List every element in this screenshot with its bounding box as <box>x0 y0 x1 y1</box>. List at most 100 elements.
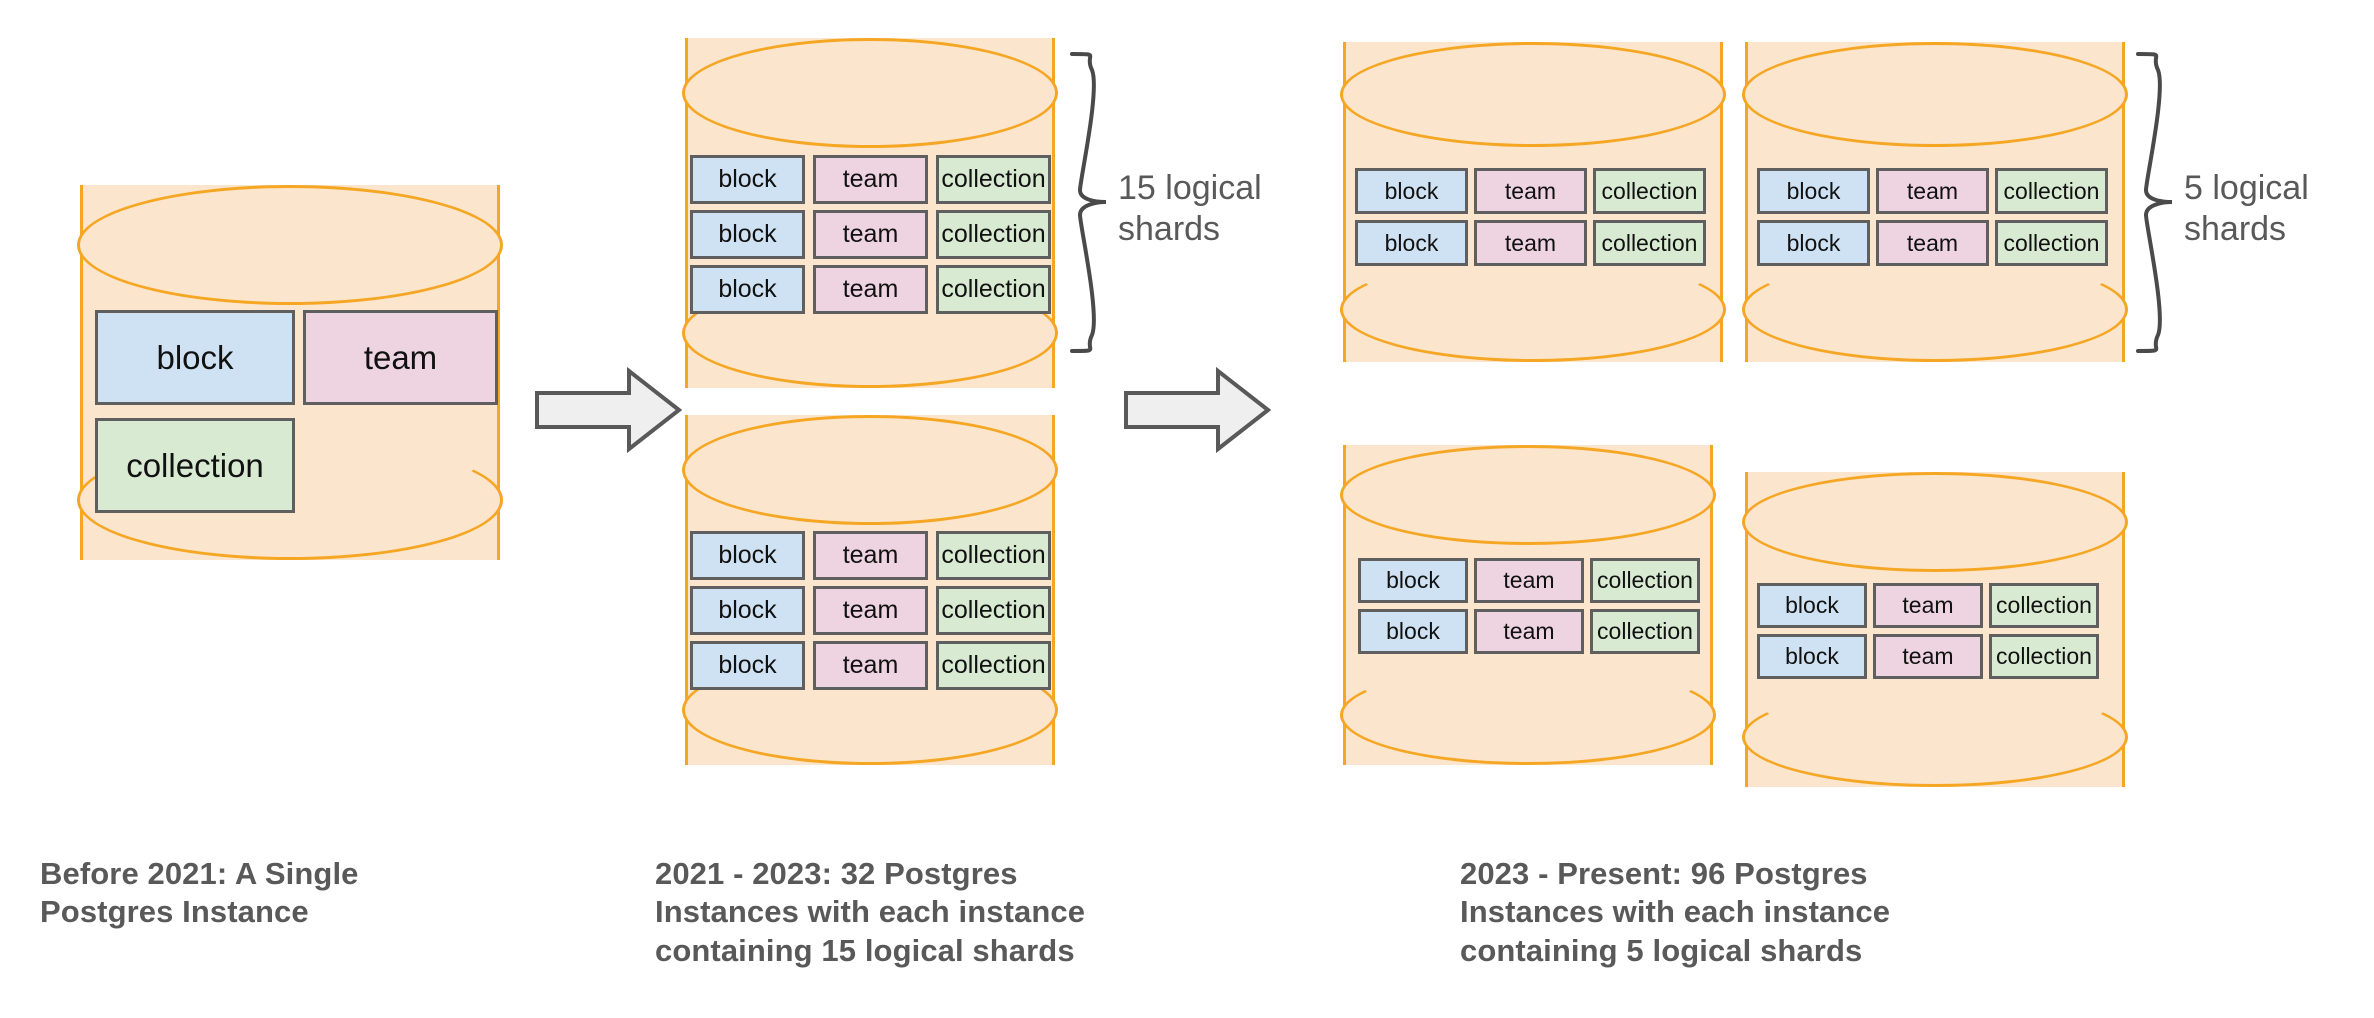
shard-row: block team collection <box>690 586 1051 641</box>
cylinder-top-cap <box>77 185 503 305</box>
shard-label: collection <box>941 651 1046 679</box>
table-box-team: team <box>303 310 498 405</box>
shard-team: team <box>1873 583 1983 628</box>
shard-row: block team collection <box>1358 558 1700 609</box>
shard-label: team <box>842 596 899 624</box>
cylinder-top-cap <box>1340 445 1716 545</box>
shard-label: team <box>842 541 899 569</box>
cylinder-bottom-cap <box>1742 687 2128 787</box>
table-box-block: block <box>95 310 295 405</box>
shard-block: block <box>690 586 805 635</box>
cylinder-bottom-cap <box>1742 257 2128 362</box>
shard-team: team <box>813 265 928 314</box>
shard-label: collection <box>941 541 1046 569</box>
shard-team: team <box>1474 558 1584 603</box>
shard-label: block <box>718 541 777 569</box>
shard-row: block team collection <box>1355 168 1706 220</box>
logical-shards-brace-3 <box>2136 52 2173 353</box>
caption-2021-2023: 2021 - 2023: 32 Postgres Instances with … <box>655 855 1235 970</box>
cylinder-top-cap <box>1742 42 2128 147</box>
shard-label: team <box>1902 592 1954 618</box>
shard-block: block <box>1757 168 1870 214</box>
annotation-line-2: shards <box>2184 210 2287 249</box>
shard-label: collection <box>2003 177 2100 204</box>
postgres-instance-cylinder-3c <box>1340 445 1716 765</box>
shard-label: block <box>718 275 777 303</box>
shard-row: block team collection <box>690 265 1051 314</box>
shard-label: block <box>1785 592 1839 618</box>
cylinder-top-cap <box>682 38 1058 148</box>
logical-shard-grid-3c: block team collection block team collect… <box>1358 558 1700 654</box>
shard-team: team <box>1474 609 1584 654</box>
shard-label: block <box>718 165 777 193</box>
shard-collection: collection <box>936 586 1051 635</box>
shard-label: team <box>842 220 899 248</box>
shard-label: block <box>1384 229 1439 256</box>
shard-label: team <box>1906 229 1959 256</box>
shard-label: team <box>842 275 899 303</box>
shard-collection: collection <box>936 265 1051 314</box>
shard-collection: collection <box>1590 609 1700 654</box>
table-box-collection: collection <box>95 418 295 513</box>
caption-line-3: containing 5 logical shards <box>1460 932 1863 968</box>
postgres-instance-cylinder-3d <box>1742 472 2128 787</box>
shard-label: block <box>1785 643 1839 669</box>
shard-label: block <box>1386 618 1440 644</box>
shard-block: block <box>690 265 805 314</box>
shard-collection: collection <box>1995 220 2108 266</box>
caption-before-2021: Before 2021: A Single Postgres Instance <box>40 855 480 932</box>
shard-label: block <box>718 651 777 679</box>
table-box-label: block <box>156 338 234 376</box>
shard-team: team <box>1474 220 1587 266</box>
shard-label: collection <box>1601 177 1698 204</box>
shard-label: team <box>1902 643 1954 669</box>
transition-arrow-2 <box>1124 366 1272 454</box>
shard-row: block team collection <box>690 531 1051 586</box>
caption-line-1: 2023 - Present: 96 Postgres <box>1460 856 1868 891</box>
shard-label: collection <box>941 275 1046 303</box>
shard-collection: collection <box>936 210 1051 259</box>
cylinder-bottom-cap <box>1340 665 1716 765</box>
shard-label: team <box>1503 567 1555 593</box>
shard-row: block team collection <box>1355 220 1706 266</box>
shard-team: team <box>813 155 928 204</box>
shard-row: block team collection <box>1757 583 2099 634</box>
logical-shard-grid-3d: block team collection block team collect… <box>1757 583 2099 679</box>
logical-shards-brace-2 <box>1070 52 1107 353</box>
shard-collection: collection <box>1989 634 2099 679</box>
caption-line-1: Before 2021: A Single <box>40 856 359 891</box>
shard-team: team <box>1876 220 1989 266</box>
cylinder-bottom-cap <box>1340 257 1726 362</box>
annotation-line-1: 5 logical <box>2184 169 2309 207</box>
shard-label: team <box>1906 177 1959 204</box>
shard-team: team <box>813 531 928 580</box>
shard-collection: collection <box>1590 558 1700 603</box>
shard-team: team <box>813 210 928 259</box>
shard-label: collection <box>1996 643 2092 669</box>
shard-block: block <box>1757 220 1870 266</box>
transition-arrow-1 <box>535 366 683 454</box>
shard-label: team <box>1504 229 1557 256</box>
table-box-label: team <box>363 338 438 376</box>
cylinder-top-cap <box>682 415 1058 525</box>
shard-label: collection <box>941 220 1046 248</box>
table-box-label: collection <box>126 446 264 484</box>
shard-block: block <box>690 641 805 690</box>
shard-team: team <box>1873 634 1983 679</box>
shard-block: block <box>1757 583 1867 628</box>
shard-label: block <box>1786 229 1841 256</box>
shard-label: team <box>1504 177 1557 204</box>
logical-shard-grid-2b: block team collection block team collect… <box>690 531 1051 690</box>
shard-row: block team collection <box>690 155 1051 210</box>
logical-shard-grid-3b: block team collection block team collect… <box>1757 168 2108 266</box>
shard-collection: collection <box>936 641 1051 690</box>
shard-label: collection <box>1597 618 1693 644</box>
shard-team: team <box>1876 168 1989 214</box>
cylinder-top-cap <box>1340 42 1726 147</box>
shard-label: collection <box>941 165 1046 193</box>
shard-collection: collection <box>1989 583 2099 628</box>
shard-label: block <box>1384 177 1439 204</box>
logical-shards-label-2: 15 logical shards <box>1118 168 1328 251</box>
caption-line-2: Postgres Instance <box>40 894 309 930</box>
shard-collection: collection <box>1593 168 1706 214</box>
